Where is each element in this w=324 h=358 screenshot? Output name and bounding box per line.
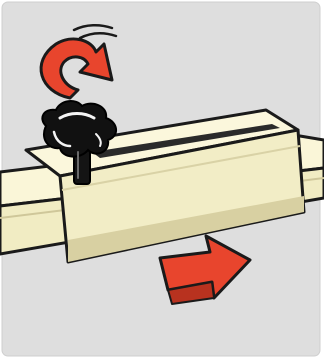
knob-body xyxy=(42,101,116,157)
